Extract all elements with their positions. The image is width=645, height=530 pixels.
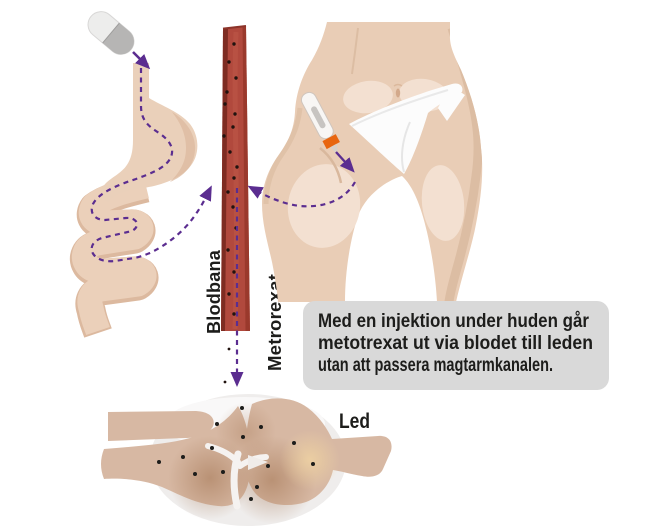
bone-upper-prong [108,411,214,441]
info-box-line-3: utan att passera magtarmkanalen. [318,355,553,376]
pen-window [311,106,326,129]
stomach [101,63,198,202]
knee-joint-illustration [101,394,392,526]
arrow-capsule-to-stomach [132,51,151,70]
arrow-injection-into-thigh [335,151,355,173]
injection-pen-icon [300,91,340,153]
info-box-line-1: Med en injektion under huden går [318,311,590,332]
hips-thighs-body-illustration [262,22,483,302]
drug-dot [223,380,227,384]
meniscus-wedge [248,455,268,470]
pen-orange-band [322,134,340,150]
drug-dot [227,347,231,351]
underwear [349,83,465,174]
info-box: Med en injektion under huden går metotre… [303,301,609,390]
thigh-patch-right [421,165,465,241]
bloodstream-label: Blodbana [204,249,224,334]
oral-route-dashed-path [90,68,212,263]
info-box-line-2: metotrexat ut via blodet till leden [318,333,593,354]
blood-vessel-strip [221,25,250,332]
navel [393,83,403,98]
intestine-tube [71,173,157,336]
drug-dots-in-vessel [222,42,239,316]
stomach-intestines-illustration [69,63,198,338]
stomach-shading [170,112,196,182]
hip-crease [319,147,343,184]
joint-label: Led [339,410,370,433]
pen-tip [330,143,338,153]
abdomen-patch-left [343,80,393,114]
pill-capsule-icon [87,11,135,55]
drug-dots-in-joint [157,406,315,501]
thigh-patch-left [287,164,361,248]
